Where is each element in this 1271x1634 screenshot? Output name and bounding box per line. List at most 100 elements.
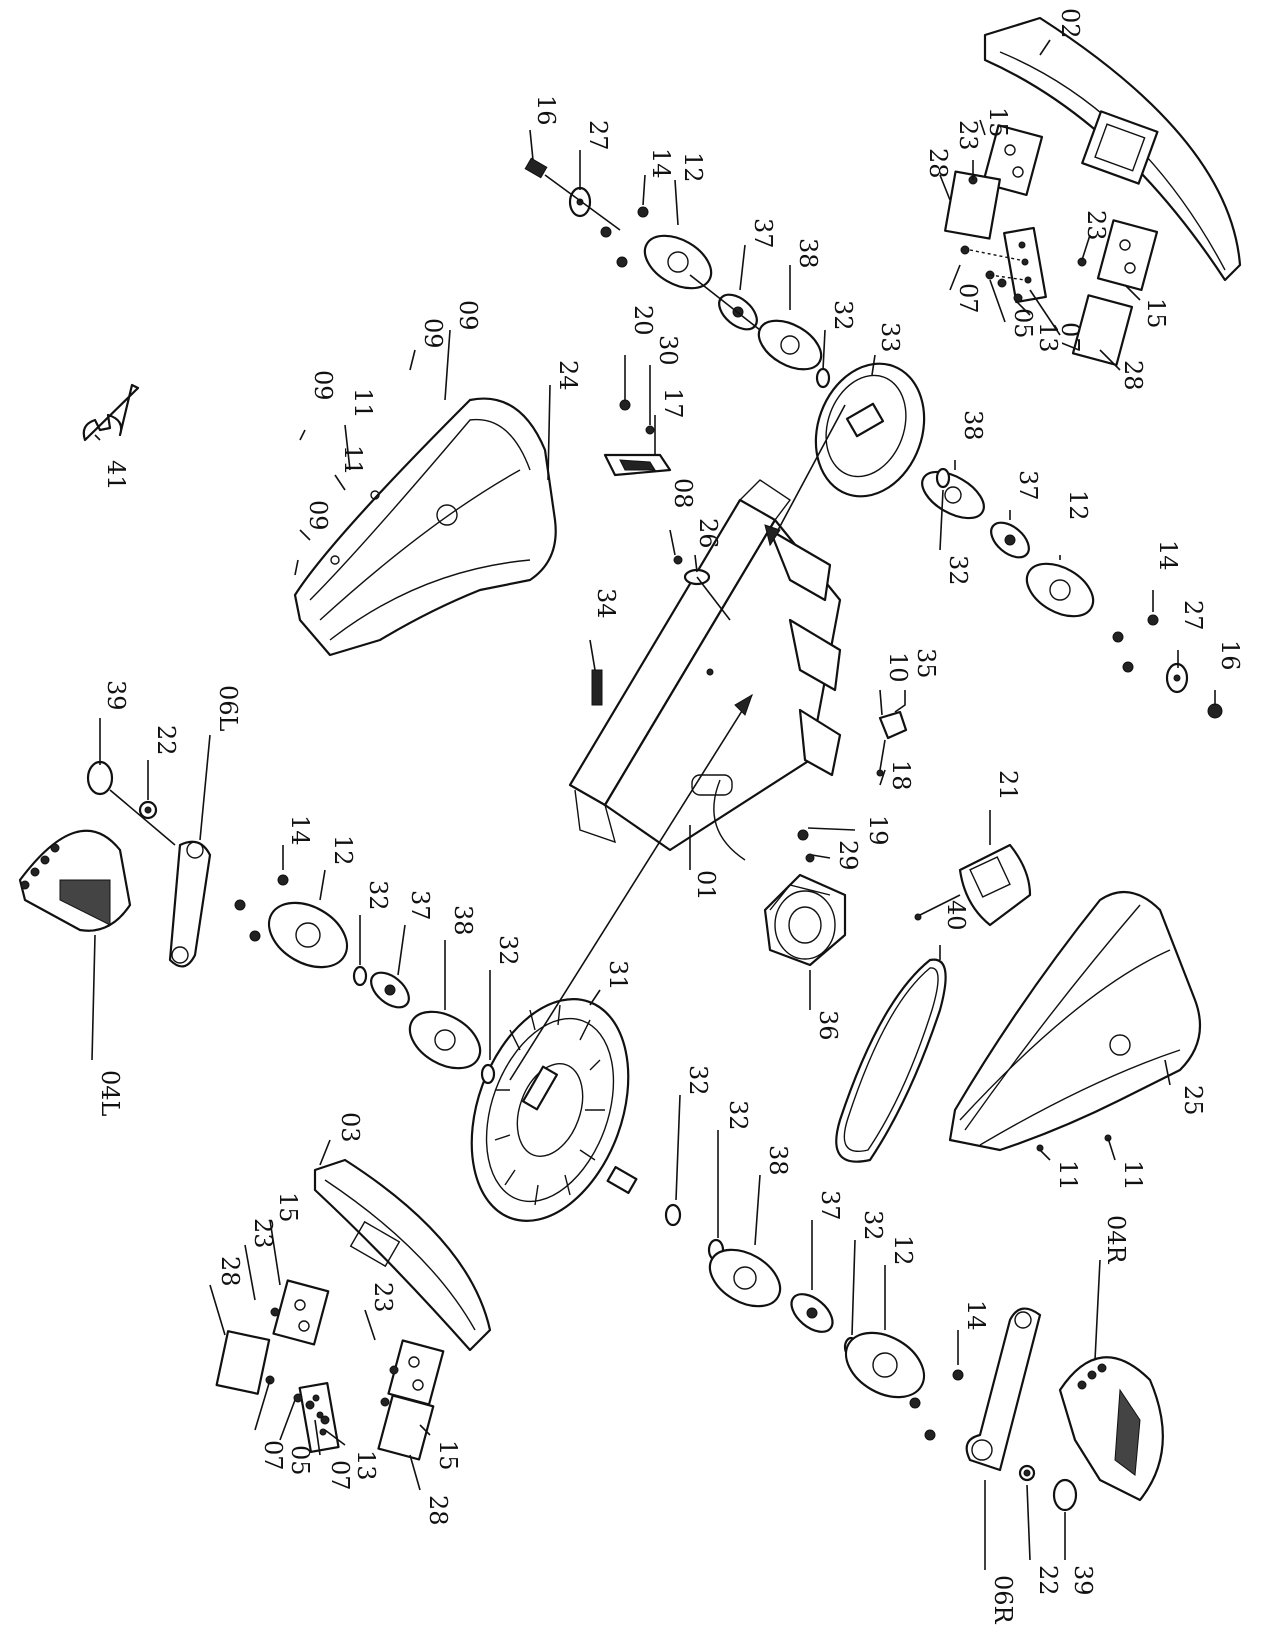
top-axle-stack: [524, 157, 831, 389]
label-28: 28: [924, 148, 952, 179]
label-16: 16: [1216, 640, 1244, 671]
part-25-right-housing: [948, 890, 1202, 1152]
label-28: 28: [1119, 360, 1147, 391]
label-10: 10: [884, 652, 912, 683]
part-24-left-housing: [293, 397, 557, 657]
label-26: 26: [694, 518, 722, 549]
leader-lines: [91, 39, 1216, 1570]
label-15: 15: [274, 1192, 302, 1223]
label-28: 28: [216, 1256, 244, 1287]
label-09: 09: [304, 500, 332, 531]
label-17: 17: [659, 388, 687, 419]
part-36-hub: [713, 779, 847, 967]
label-31: 31: [604, 960, 632, 991]
part-40-belt: [835, 958, 947, 1163]
label-09: 09: [309, 370, 337, 401]
label-11: 11: [349, 388, 377, 419]
label-37: 37: [1014, 470, 1042, 501]
label-15: 15: [984, 107, 1012, 138]
label-32: 32: [724, 1100, 752, 1131]
label-32: 32: [364, 880, 392, 911]
label-03: 03: [336, 1112, 364, 1143]
label-11: 11: [1054, 1160, 1082, 1191]
label-08: 08: [669, 478, 697, 509]
label-37: 37: [816, 1190, 844, 1221]
label-14: 14: [286, 815, 314, 846]
label-38: 38: [449, 905, 477, 936]
label-27: 27: [584, 120, 612, 151]
right-lower-axle-stack: [664, 1203, 964, 1441]
right-axle-stack: [921, 467, 1223, 719]
label-39: 39: [102, 680, 130, 711]
part-02-cover: [983, 16, 1242, 282]
label-38: 38: [794, 238, 822, 269]
label-22: 22: [152, 725, 180, 756]
label-06r: 06R: [989, 1575, 1017, 1625]
label-32: 32: [944, 555, 972, 586]
label-16: 16: [532, 95, 560, 126]
label-28: 28: [424, 1495, 452, 1526]
label-04l: 04L: [96, 1070, 124, 1117]
part-31-flywheel: [470, 998, 638, 1222]
label-33: 33: [876, 322, 904, 353]
label-30: 30: [654, 335, 682, 366]
label-14: 14: [962, 1300, 990, 1331]
label-09: 09: [454, 300, 482, 331]
label-36: 36: [814, 1010, 842, 1041]
small-fasteners: [591, 555, 731, 706]
right-pedal-stack: [965, 1307, 1164, 1512]
label-07: 07: [954, 283, 982, 314]
label-14: 14: [647, 148, 675, 179]
label-05: 05: [1009, 308, 1037, 339]
label-27: 27: [1179, 600, 1207, 631]
label-23: 23: [954, 120, 982, 151]
part-03-cover: [313, 1158, 492, 1352]
parts-19-29: [797, 829, 815, 863]
left-pedal-stack: [86, 760, 496, 1085]
part-41-wrench: [82, 383, 140, 442]
part-02-bracket-set: [944, 124, 1159, 367]
label-04r: 04R: [1102, 1215, 1130, 1265]
label-15: 15: [1142, 298, 1170, 329]
part-33-pulley: [814, 362, 926, 498]
label-15: 15: [434, 1440, 462, 1471]
label-38: 38: [764, 1145, 792, 1176]
label-20: 20: [629, 305, 657, 336]
label-05: 05: [286, 1445, 314, 1476]
label-18: 18: [887, 760, 915, 791]
label-13: 13: [352, 1450, 380, 1481]
label-02: 02: [1056, 8, 1084, 39]
label-12: 12: [329, 835, 357, 866]
label-22: 22: [1034, 1565, 1062, 1596]
part-21-console: [914, 843, 1032, 927]
label-32: 32: [859, 1210, 887, 1241]
label-38: 38: [959, 410, 987, 441]
label-14: 14: [1154, 540, 1182, 571]
part-labels: 02 15 23 28 23 15 07 05 07 13 28 16 27 1…: [96, 8, 1244, 1625]
label-35: 35: [912, 648, 940, 679]
label-40: 40: [942, 900, 970, 931]
label-07: 07: [1056, 322, 1084, 353]
label-29: 29: [834, 840, 862, 871]
assembly-arrows: [509, 404, 846, 1081]
label-37: 37: [406, 890, 434, 921]
label-21: 21: [994, 770, 1022, 801]
label-37: 37: [749, 218, 777, 249]
label-32: 32: [829, 300, 857, 331]
part-01-main-frame: [568, 479, 842, 852]
label-41: 41: [102, 460, 130, 491]
label-23: 23: [1082, 210, 1110, 241]
label-24: 24: [554, 360, 582, 391]
part-03-bracket-set: [215, 1279, 445, 1461]
label-32: 32: [494, 935, 522, 966]
label-06l: 06L: [214, 685, 242, 732]
label-39: 39: [1069, 1565, 1097, 1596]
label-12: 12: [889, 1235, 917, 1266]
label-23: 23: [369, 1282, 397, 1313]
label-09: 09: [419, 318, 447, 349]
label-07: 07: [259, 1440, 287, 1471]
label-19: 19: [864, 815, 892, 846]
label-32: 32: [684, 1065, 712, 1096]
